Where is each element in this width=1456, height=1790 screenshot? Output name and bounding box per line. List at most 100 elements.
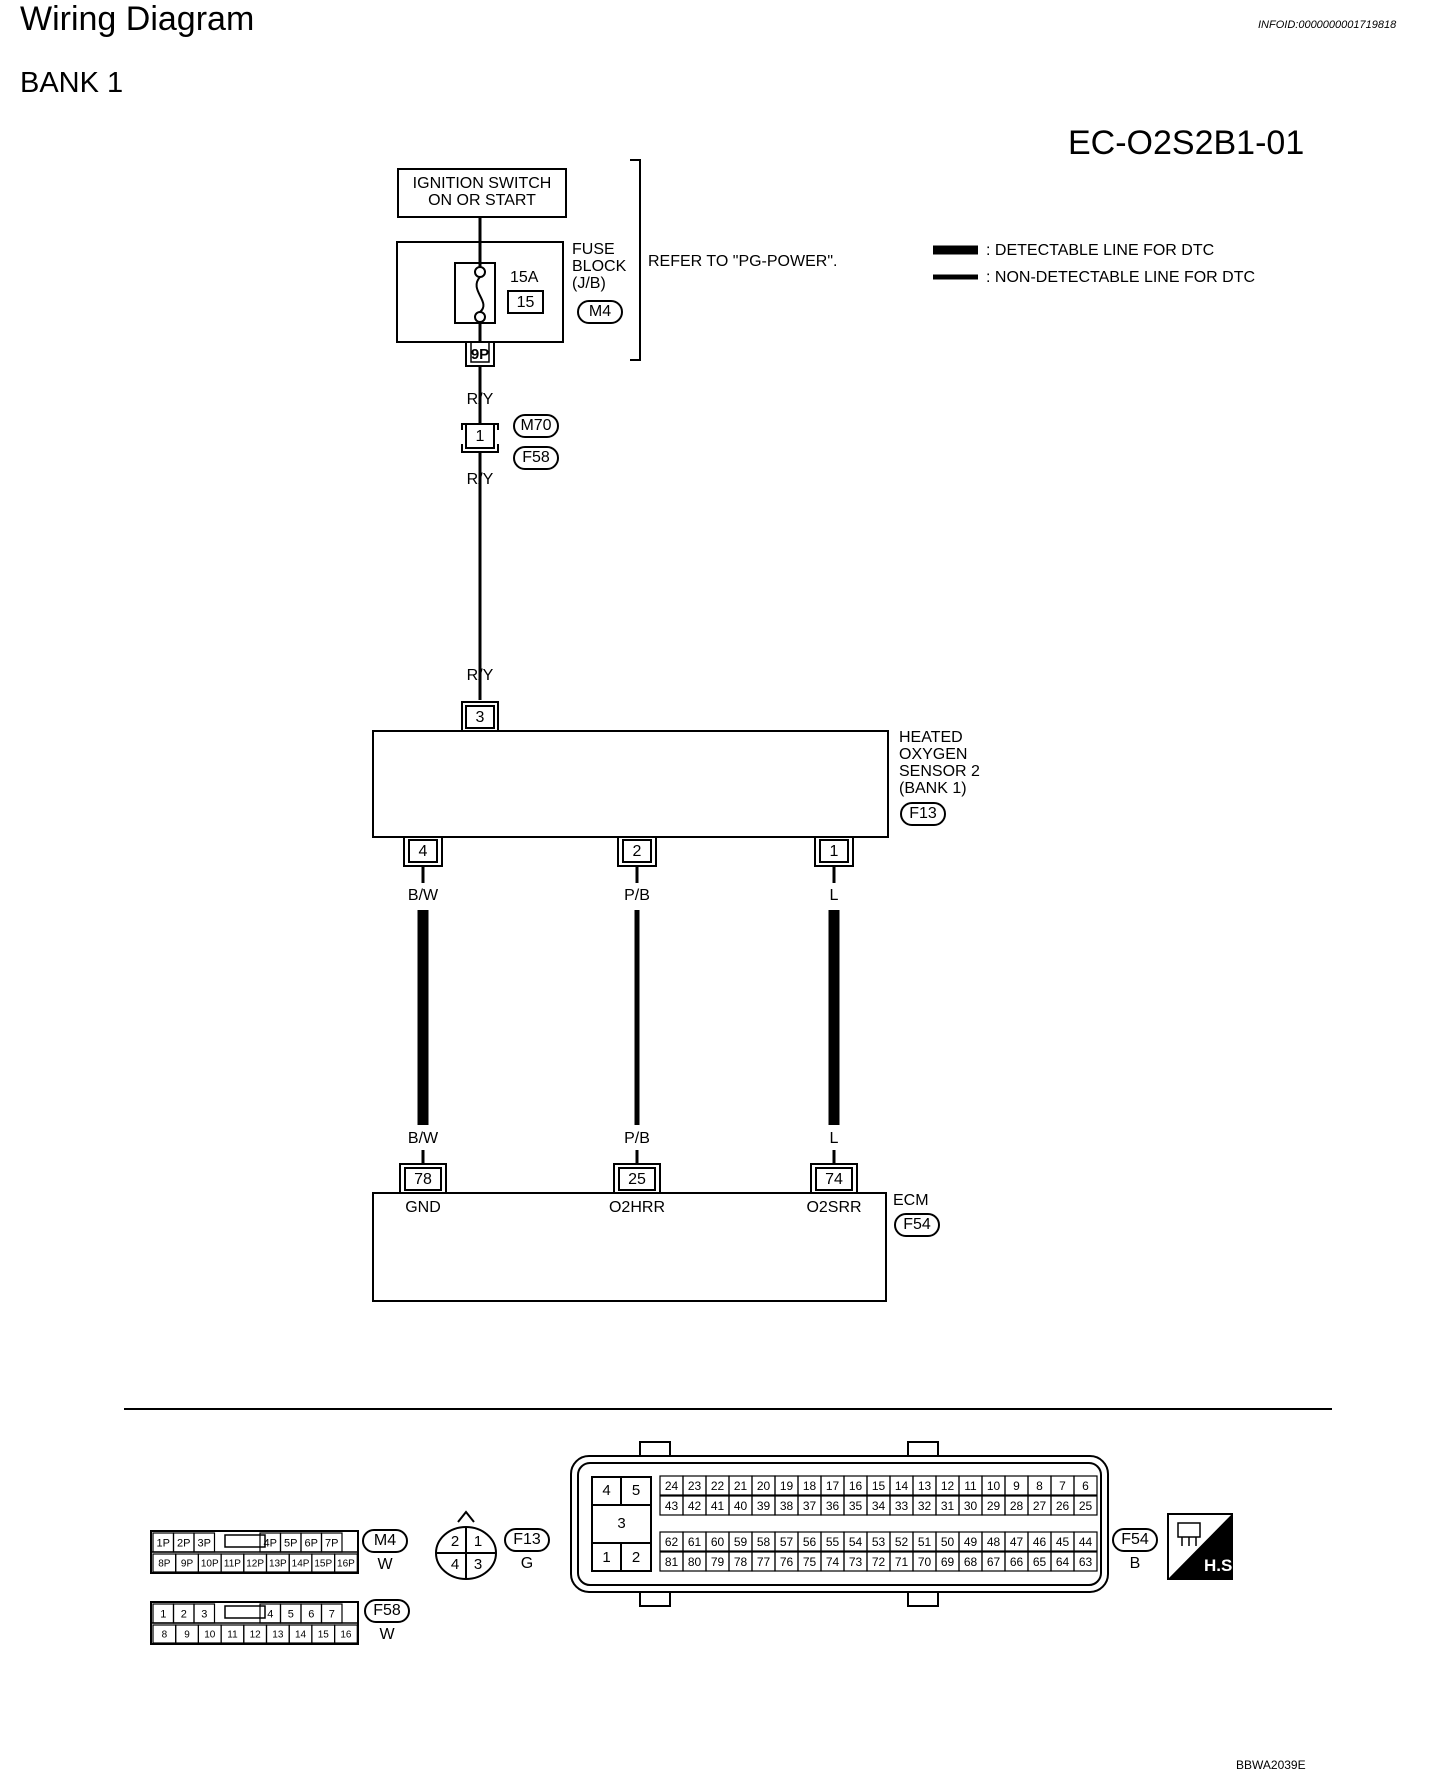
f54-pin-75: 75	[803, 1555, 817, 1569]
f54-pin-71: 71	[895, 1555, 909, 1569]
f54-pin-46: 46	[1033, 1535, 1047, 1549]
f58-pin-9: 9	[184, 1630, 190, 1641]
fuse-block-label-1: FUSE	[572, 241, 615, 258]
f54-pin-36: 36	[826, 1499, 840, 1513]
f58-pin-5: 5	[288, 1608, 294, 1620]
f54-pin-16: 16	[849, 1479, 863, 1493]
f54-pin-9: 9	[1013, 1479, 1020, 1493]
m4-connector-color: W	[377, 1556, 393, 1573]
f13-connector-id: F13	[513, 1531, 541, 1548]
f13-pin-4: 4	[450, 1556, 460, 1573]
m4-pin-3P-cell	[193, 1532, 216, 1553]
f54-pin-1: 1	[602, 1549, 611, 1566]
f54-connector-color: B	[1129, 1555, 1141, 1572]
ignition-switch-label-1: IGNITION SWITCH	[412, 175, 552, 192]
fuse-block-label-2: BLOCK	[572, 258, 627, 275]
f54-pin-7: 7	[1059, 1479, 1066, 1493]
f54-pin-49: 49	[964, 1535, 978, 1549]
sensor-name-3: SENSOR 2	[899, 763, 980, 780]
wire-color-pb-top: P/B	[624, 887, 650, 904]
sensor-pin-4: 4	[418, 843, 428, 860]
f54-pin-5: 5	[631, 1482, 641, 1499]
f58-pin-7-cell	[320, 1603, 343, 1624]
f58-pin-8: 8	[162, 1630, 168, 1641]
f54-pin-29: 29	[987, 1499, 1001, 1513]
f58-pin-3: 3	[201, 1608, 207, 1620]
f54-pin-6-cell	[1073, 1475, 1098, 1496]
ecm-pin-74: 74	[825, 1171, 843, 1188]
f54-pin-14: 14	[895, 1479, 909, 1493]
f54-pin-81: 81	[665, 1555, 679, 1569]
f58-pin-16: 16	[340, 1630, 352, 1641]
m4-pin-2P: 2P	[177, 1537, 190, 1549]
f54-pin-72: 72	[872, 1555, 886, 1569]
hs-label: H.S.	[1204, 1556, 1238, 1575]
f54-pin-2: 2	[631, 1549, 641, 1566]
sensor-pin-3: 3	[475, 709, 485, 726]
legend-nondetectable-text: : NON-DETECTABLE LINE FOR DTC	[986, 269, 1256, 286]
f58-connector-id: F58	[373, 1602, 401, 1619]
sensor-name-1: HEATED	[899, 729, 963, 746]
sensor-pin-2: 2	[632, 843, 642, 860]
f54-pin-51: 51	[918, 1535, 932, 1549]
f54-pin-79: 79	[711, 1555, 725, 1569]
f58-pin-13: 13	[272, 1630, 284, 1641]
f54-pin-45: 45	[1056, 1535, 1070, 1549]
m4-pin-1P: 1P	[157, 1537, 170, 1549]
ecm-connector-id: F54	[903, 1216, 931, 1233]
f54-pin-25-cell	[1073, 1495, 1098, 1516]
f54-pin-42: 42	[688, 1499, 702, 1513]
connector-f13-face	[435, 1510, 497, 1580]
f54-pin-10: 10	[987, 1479, 1001, 1493]
ecm-pin-78: 78	[414, 1171, 432, 1188]
f58-pin-3-cell	[193, 1603, 216, 1624]
f54-pin-24: 24	[665, 1479, 679, 1493]
diagram-code: EC-O2S2B1-01	[1068, 124, 1305, 162]
m4-pin-14P: 14P	[292, 1559, 310, 1570]
f54-pin-17: 17	[826, 1479, 840, 1493]
sensor-name-2: OXYGEN	[899, 746, 968, 763]
ecm-signal-o2srr: O2SRR	[806, 1199, 862, 1216]
f58-pin-12: 12	[250, 1630, 262, 1641]
ignition-switch-box	[397, 168, 567, 218]
f58-pin-11: 11	[227, 1630, 238, 1641]
m4-pin-10P: 10P	[201, 1559, 219, 1570]
f54-pin-64: 64	[1056, 1555, 1070, 1569]
wire-color-ry-1: R/Y	[466, 391, 494, 408]
f54-pin-23: 23	[688, 1479, 702, 1493]
f54-pin-69: 69	[941, 1555, 955, 1569]
f54-pin-4: 4	[602, 1482, 611, 1499]
f54-pin-48: 48	[987, 1535, 1001, 1549]
refer-pg-power-note: REFER TO "PG-POWER".	[648, 253, 838, 270]
f54-pin-30: 30	[964, 1499, 978, 1513]
f54-pin-22: 22	[711, 1479, 725, 1493]
f54-pin-18: 18	[803, 1479, 817, 1493]
f54-pin-40: 40	[734, 1499, 748, 1513]
f54-pin-70: 70	[918, 1555, 932, 1569]
ecm-name: ECM	[893, 1192, 929, 1209]
f54-pin-78: 78	[734, 1555, 748, 1569]
wire-color-ry-3: R/Y	[466, 667, 494, 684]
connector-id-f58: F58	[522, 449, 550, 466]
m4-pin-3P: 3P	[198, 1537, 211, 1549]
bank-label: BANK 1	[20, 67, 124, 99]
f54-pin-80: 80	[688, 1555, 702, 1569]
f54-pin-32: 32	[918, 1499, 932, 1513]
sensor-name-4: (BANK 1)	[899, 780, 967, 797]
f58-pin-7: 7	[329, 1608, 335, 1620]
f54-pin-28: 28	[1010, 1499, 1024, 1513]
f54-pin-58: 58	[757, 1535, 771, 1549]
ecm-box	[372, 1192, 887, 1302]
junction-pin: 1	[475, 428, 485, 445]
m4-pin-7P: 7P	[325, 1537, 338, 1549]
f54-pin-21: 21	[734, 1479, 748, 1493]
f54-pin-56: 56	[803, 1535, 817, 1549]
f54-pin-27: 27	[1033, 1499, 1047, 1513]
m4-pin-12P: 12P	[246, 1559, 264, 1570]
m4-pin-7P-cell	[320, 1532, 343, 1553]
f54-pin-38: 38	[780, 1499, 794, 1513]
connector-id-m70: M70	[520, 417, 552, 434]
f54-pin-20: 20	[757, 1479, 771, 1493]
f54-pin-61: 61	[688, 1535, 702, 1549]
